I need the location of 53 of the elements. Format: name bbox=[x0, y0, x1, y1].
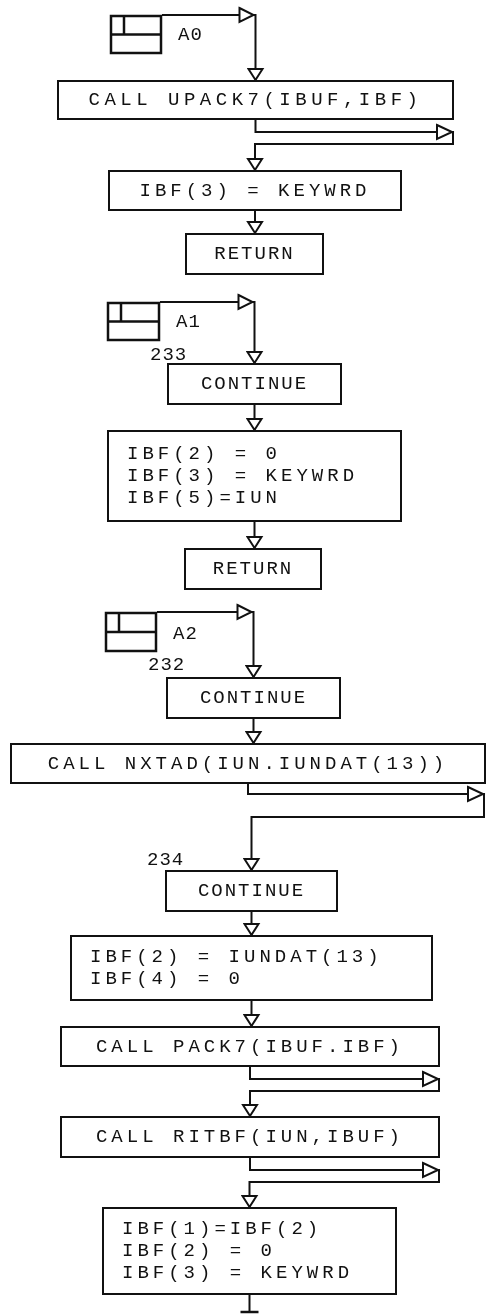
statement-text: CALL RITBF(IUN,IBUF) bbox=[95, 1126, 404, 1148]
statement-text: IBF(5)=IUN bbox=[127, 487, 282, 509]
statement-text: IBF(4) = 0 bbox=[90, 968, 245, 990]
statement-text: RETURN bbox=[212, 558, 294, 580]
arrow bbox=[247, 119, 455, 171]
process-box bbox=[60, 1026, 440, 1067]
arrow bbox=[161, 6, 264, 81]
arrow bbox=[246, 404, 263, 431]
arrow bbox=[241, 1157, 441, 1208]
statement-text: IBF(2) = IUNDAT(13) bbox=[90, 946, 383, 968]
process-box bbox=[108, 170, 402, 211]
arrow bbox=[156, 603, 262, 678]
arrow bbox=[243, 783, 486, 871]
statement-text: CALL NXTAD(IUN.IUNDAT(13)) bbox=[47, 752, 449, 775]
statement-text: IBF(3) = KEYWRD bbox=[122, 1262, 354, 1284]
statement-text: CALL PACK7(IBUF.IBF) bbox=[95, 1035, 404, 1058]
module-name: A0 bbox=[178, 25, 203, 45]
statement-text: CONTINUE bbox=[199, 687, 308, 709]
arrow bbox=[247, 210, 263, 234]
process-box bbox=[102, 1207, 397, 1295]
arrow bbox=[246, 521, 263, 549]
process-box bbox=[166, 677, 341, 719]
arrow bbox=[159, 293, 263, 364]
statement-label: 233 bbox=[150, 345, 188, 365]
process-box bbox=[10, 743, 486, 784]
module-symbol bbox=[110, 15, 162, 54]
statement-text: IBF(1)=IBF(2) bbox=[122, 1218, 323, 1240]
process-box bbox=[167, 363, 342, 405]
process-box bbox=[60, 1116, 440, 1158]
statement-label: 234 bbox=[147, 850, 185, 870]
statement-text: IBF(2) = 0 bbox=[127, 443, 282, 465]
statement-text: CONTINUE bbox=[197, 880, 306, 902]
arrow bbox=[243, 1000, 260, 1027]
process-box bbox=[107, 430, 402, 522]
process-box bbox=[70, 935, 433, 1001]
arrow bbox=[245, 718, 262, 744]
arrow bbox=[243, 911, 260, 936]
module-name: A2 bbox=[173, 624, 198, 644]
module-symbol bbox=[107, 302, 160, 341]
statement-text: CALL UPACK7(IBUF,IBF) bbox=[88, 89, 423, 111]
process-box bbox=[57, 80, 454, 120]
process-box bbox=[184, 548, 322, 590]
statement-label: 232 bbox=[148, 655, 186, 675]
statement-text: IBF(2) = 0 bbox=[122, 1240, 277, 1262]
module-name: A1 bbox=[176, 312, 201, 332]
statement-text: CONTINUE bbox=[200, 373, 309, 395]
process-box bbox=[185, 233, 324, 275]
arrow bbox=[242, 1066, 441, 1117]
statement-text: IBF(3) = KEYWRD bbox=[139, 179, 371, 202]
process-box bbox=[165, 870, 338, 912]
module-symbol bbox=[105, 612, 157, 652]
statement-text: IBF(3) = KEYWRD bbox=[127, 465, 359, 487]
statement-text: RETURN bbox=[214, 243, 295, 265]
